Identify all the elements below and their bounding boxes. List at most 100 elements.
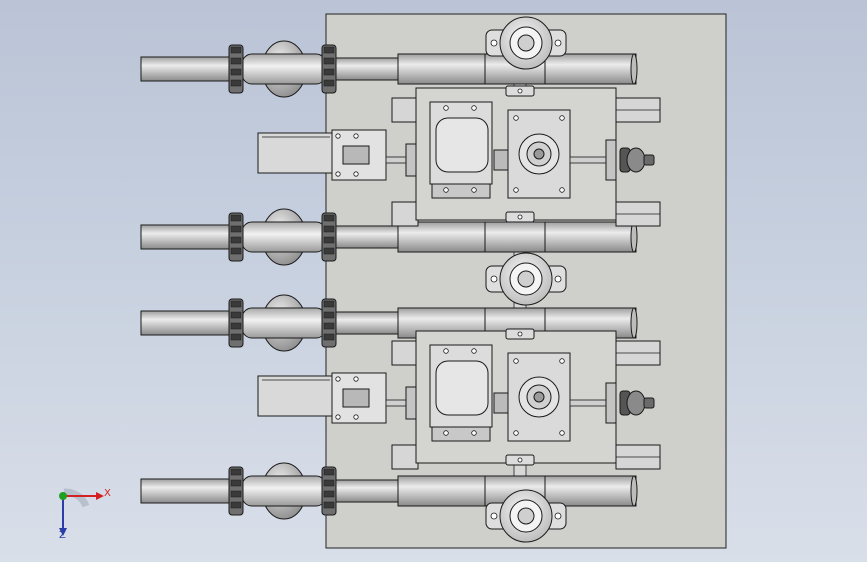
flange-bolt [230,214,242,222]
flange-bolt [230,79,242,87]
flange-bolt [230,46,242,54]
link-pin [517,88,523,94]
mount-bolt [443,187,449,193]
flange-bolt [230,501,242,509]
clamp-jaw [342,145,370,165]
link-pin [517,214,523,220]
inlet-pipe [140,224,234,250]
flange-bolt [323,479,335,487]
mount-bolt [490,39,498,47]
rail-block [391,201,419,227]
motor-cover [435,360,489,416]
rail-block [391,97,419,123]
mount-bolt [353,133,359,139]
outlet-pipe [335,311,401,335]
valve-body [241,307,327,339]
flange-bolt [323,247,335,255]
flange-bolt [323,468,335,476]
mount-bolt [559,187,565,193]
mount-bolt [490,512,498,520]
pressure-gauge[interactable] [485,252,567,306]
motor-base [431,426,491,442]
outlet-pipe [335,479,401,503]
mount-bolt [353,171,359,177]
gauge-center [517,507,535,525]
flange-bolt [230,247,242,255]
link-pin [517,457,523,463]
flange-bolt [230,300,242,308]
coordinate-triad [59,488,104,536]
mount-bolt [554,275,562,283]
handwheel-knob [643,154,655,166]
flange-bolt [323,225,335,233]
pressure-gauge[interactable] [485,16,567,70]
mount-bolt [513,187,519,193]
flange-bolt [230,333,242,341]
rod-support [405,143,417,177]
mount-bolt [443,430,449,436]
flange-bolt [230,57,242,65]
mount-bolt [554,39,562,47]
mount-bolt [559,358,565,364]
mount-bolt [513,430,519,436]
mount-bolt [471,187,477,193]
flange-bolt [323,68,335,76]
outlet-pipe [335,225,401,249]
motor-base [431,183,491,199]
flange-bolt [230,322,242,330]
pipe-valve-row[interactable] [140,208,638,266]
mount-bolt [559,115,565,121]
flange-bolt [230,236,242,244]
link-pin [517,331,523,337]
flange-bolt [323,322,335,330]
flange-bolt [323,490,335,498]
flange-bolt [230,311,242,319]
shaft-center [533,391,545,403]
mount-bolt [353,376,359,382]
pipe-end-cap [630,475,638,507]
valve-body [241,221,327,253]
mount-bolt [335,133,341,139]
channel-bracket [257,132,333,174]
flange-bolt [323,236,335,244]
inlet-pipe [140,310,234,336]
flange-bolt [230,68,242,76]
mount-bolt [471,105,477,111]
flange-bolt [230,468,242,476]
mount-bolt [335,171,341,177]
flange-bolt [230,479,242,487]
header-pipe [397,221,637,253]
flange-bolt [323,79,335,87]
channel-bracket [257,375,333,417]
mount-bolt [443,348,449,354]
outlet-pipe [335,57,401,81]
valve-body [241,475,327,507]
shaft-center [533,148,545,160]
bearing-block [605,382,617,424]
flange-bolt [230,490,242,498]
pressure-gauge[interactable] [485,489,567,543]
mount-bolt [353,414,359,420]
flange-bolt [323,311,335,319]
z-axis-arrow [59,528,67,536]
inlet-pipe [140,478,234,504]
pipe-valve-row[interactable] [140,462,638,520]
mount-bolt [513,358,519,364]
triad-sphere-shadow [63,488,90,508]
pipe-end-cap [630,307,638,339]
handwheel-knob [643,397,655,409]
drive-unit[interactable] [257,85,661,227]
rail-block [391,444,419,470]
bearing-block [605,139,617,181]
flange-bolt [323,57,335,65]
mount-bolt [335,376,341,382]
mount-bolt [513,115,519,121]
gauge-center [517,270,535,288]
clamp-jaw [342,388,370,408]
handwheel [626,147,646,173]
mount-bolt [471,348,477,354]
drive-unit[interactable] [257,328,661,470]
x-axis-arrow [96,492,104,500]
